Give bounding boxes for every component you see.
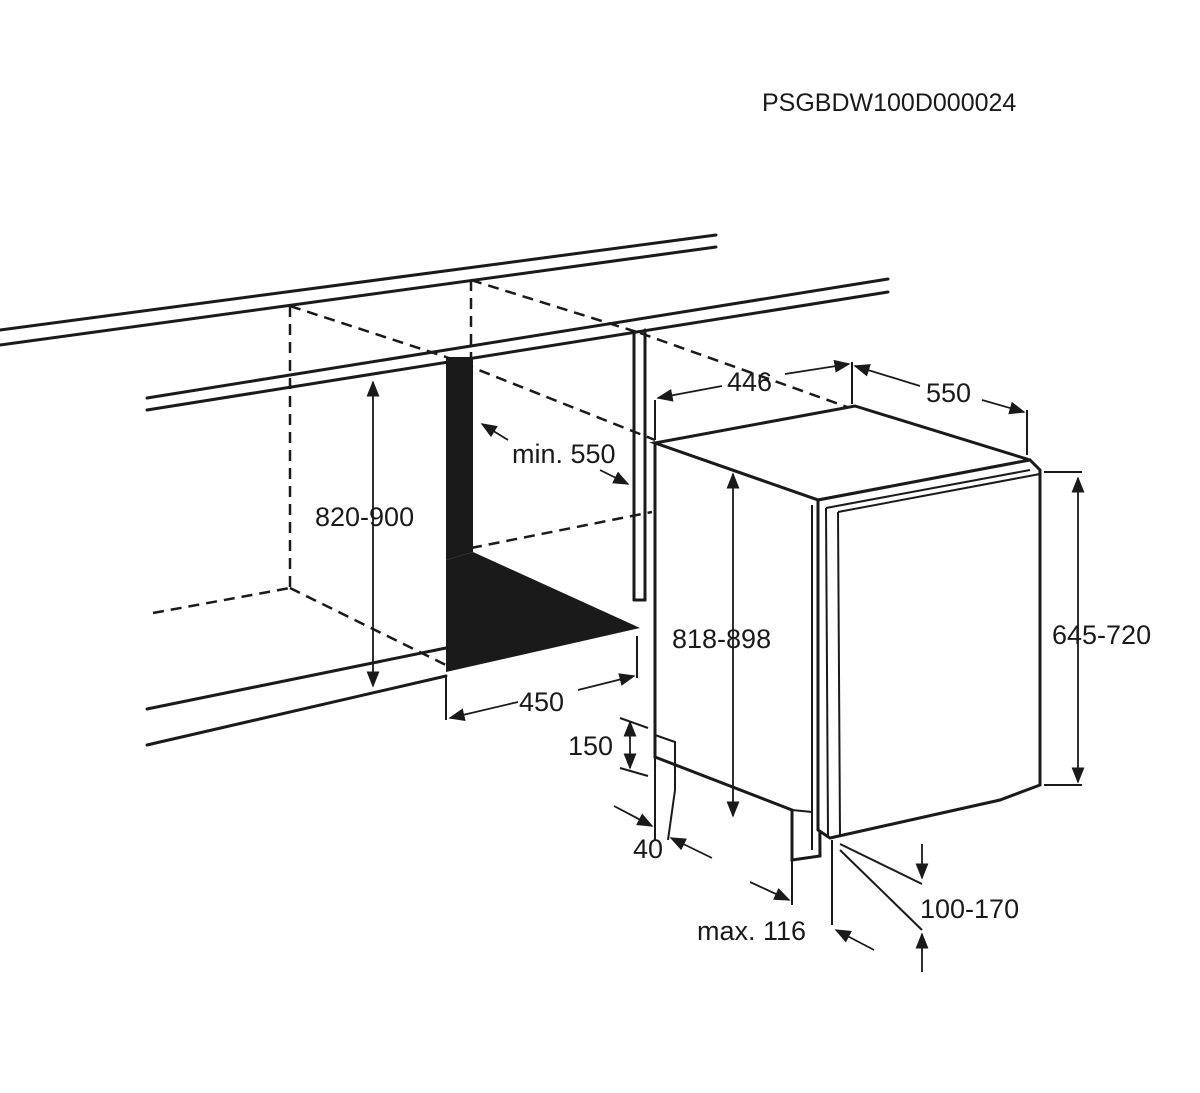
worktop bbox=[0, 233, 890, 412]
label-appliance-height: 818-898 bbox=[672, 624, 771, 654]
label-foot-adjust: 100-170 bbox=[920, 894, 1019, 924]
label-niche-width: 450 bbox=[519, 687, 564, 717]
dim-niche-depth: min. 550 bbox=[480, 423, 630, 485]
label-door-overhang: max. 116 bbox=[697, 916, 806, 946]
dim-appliance-depth: 550 bbox=[853, 364, 1028, 455]
floor-lines bbox=[145, 646, 448, 747]
dim-niche-height: 820-900 bbox=[315, 380, 414, 688]
dim-foot-adjust: 100-170 bbox=[839, 843, 1019, 972]
dim-niche-width: 450 bbox=[445, 636, 638, 721]
label-niche-height: 820-900 bbox=[315, 502, 414, 532]
dim-appliance-width: 446 bbox=[654, 359, 853, 440]
niche-wall bbox=[446, 357, 640, 672]
label-plinth-height: 150 bbox=[568, 731, 613, 761]
dim-plinth-height: 150 bbox=[568, 717, 649, 777]
label-plinth-depth: 40 bbox=[633, 834, 663, 864]
product-code: PSGBDW100D000024 bbox=[762, 89, 1016, 117]
cabinet-edge bbox=[632, 328, 647, 602]
label-appliance-width: 446 bbox=[727, 367, 772, 397]
label-niche-depth: min. 550 bbox=[512, 439, 616, 469]
label-appliance-depth: 550 bbox=[926, 378, 971, 408]
dim-door-overhang: max. 116 bbox=[697, 840, 923, 951]
dim-appliance-height: 818-898 bbox=[672, 472, 771, 818]
dim-door-height: 645-720 bbox=[1044, 471, 1151, 786]
label-door-height: 645-720 bbox=[1052, 620, 1151, 650]
dim-plinth-depth: 40 bbox=[613, 757, 713, 864]
